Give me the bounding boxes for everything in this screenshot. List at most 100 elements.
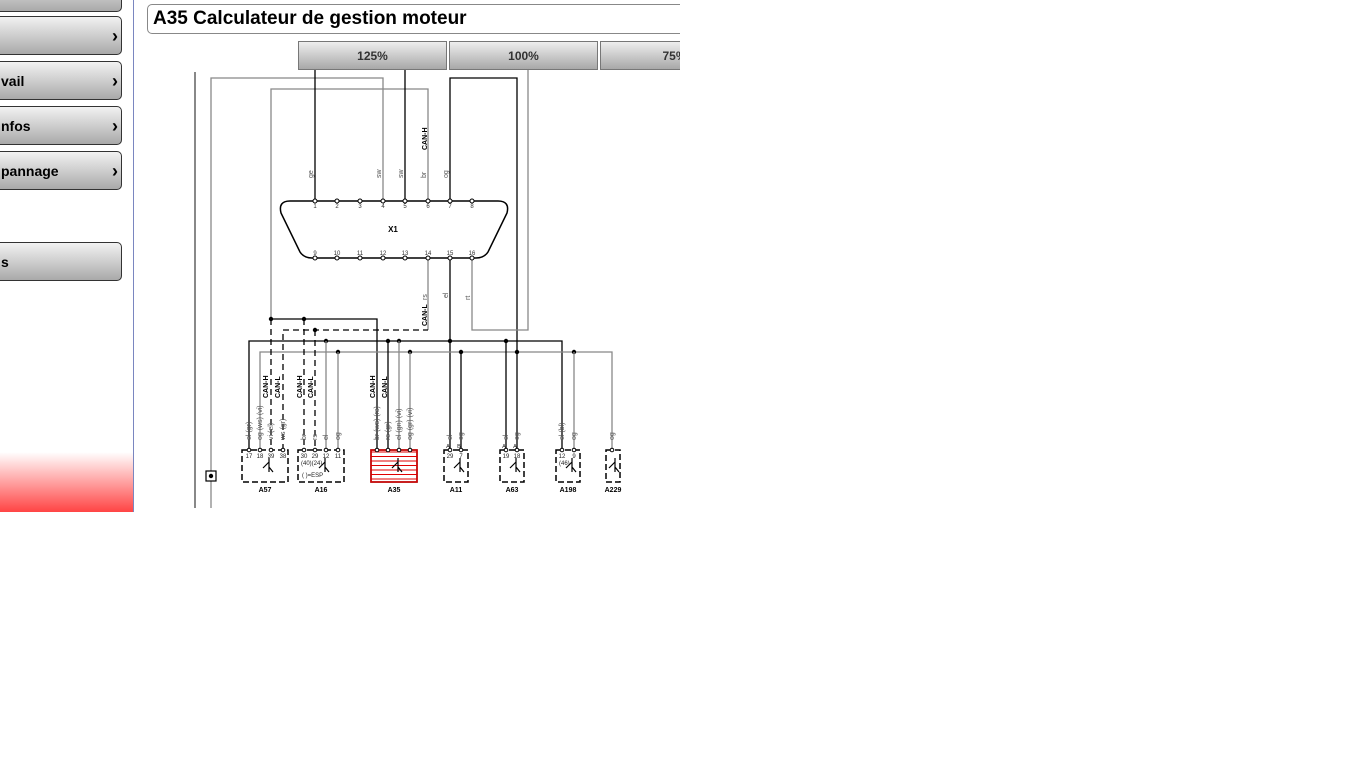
pin-number: 9 — [572, 454, 576, 460]
transistor-icon — [509, 458, 521, 473]
pin-number: 30 — [301, 454, 308, 460]
pin — [301, 447, 307, 453]
bus-label: CAN-L — [308, 376, 315, 398]
pin-letter: A — [513, 444, 517, 450]
pin — [402, 198, 408, 204]
chevron-right-icon: › — [112, 71, 118, 91]
wire-label: br — [421, 171, 428, 178]
junction-dot — [514, 349, 520, 355]
pin — [425, 198, 431, 204]
zoom-100-button[interactable]: 100% — [449, 41, 598, 70]
wire-label: el — [443, 292, 450, 298]
pin-number: 1 — [313, 204, 317, 210]
bus-label: CAN-H — [263, 375, 270, 398]
can-l-label: CAN-L — [422, 304, 429, 326]
wire-br — [270, 88, 429, 319]
wire-label: og (gr) (vi) — [407, 408, 414, 440]
pin — [312, 447, 318, 453]
wire-label: rs (gr) — [385, 421, 392, 440]
page-title: A35 Calculateur de gestion moteur — [147, 4, 680, 34]
bus-line — [271, 318, 378, 450]
junction-dot — [208, 473, 214, 479]
wire-label: vi (el) — [268, 423, 275, 440]
bus-label: CAN-H — [370, 375, 377, 398]
pin — [385, 447, 391, 453]
transistor-icon — [453, 458, 465, 473]
can-l-bus — [282, 329, 428, 450]
pin — [469, 255, 475, 261]
transistor-icon — [318, 458, 330, 473]
pin — [447, 198, 453, 204]
wire-label: br (ws) (rs) — [374, 406, 381, 440]
pin — [458, 447, 464, 453]
transistor-icon — [262, 458, 274, 473]
sidebar-button-depannage[interactable]: pannage› — [0, 151, 122, 190]
pin-number: 15 — [447, 251, 454, 257]
pin — [357, 255, 363, 261]
pin-number: 19 — [503, 454, 510, 460]
wire-label: og — [458, 432, 465, 440]
wire-label: ws (gr) — [280, 419, 287, 441]
pin-number: 11 — [335, 454, 342, 460]
pin-number: 5 — [403, 204, 407, 210]
can-h-label: CAN-H — [422, 127, 429, 150]
pin-number: 7 — [459, 454, 463, 460]
pin — [571, 447, 577, 453]
sidebar-button-1[interactable] — [0, 0, 122, 12]
pin — [323, 447, 329, 453]
pin — [357, 198, 363, 204]
zoom-125-button[interactable]: 125% — [298, 41, 447, 70]
pin-number: 3 — [358, 204, 362, 210]
wire-label: og — [609, 432, 616, 440]
wire-label: og — [335, 432, 342, 440]
pin-letter: A — [446, 444, 450, 450]
bus-label: CAN-L — [382, 376, 389, 398]
wire-label: og — [571, 432, 578, 440]
wire-label: rt — [465, 296, 472, 300]
sidebar-button-6[interactable]: s — [0, 242, 122, 281]
pin — [334, 198, 340, 204]
bus-line — [259, 351, 613, 450]
sidebar-button-travail[interactable]: vail› — [0, 61, 122, 100]
pin-number: 12 — [323, 454, 330, 460]
pin — [268, 447, 274, 453]
pin-number: 18 — [514, 454, 521, 460]
component-label: A11 — [450, 487, 463, 494]
pin — [246, 447, 252, 453]
wire-label: rs — [312, 434, 319, 440]
zoom-75-button[interactable]: 75% — [600, 41, 680, 70]
pin-number: 29 — [447, 454, 454, 460]
wire-label: sw — [398, 169, 405, 179]
component-label: A198 — [560, 487, 577, 494]
pin — [335, 447, 341, 453]
pin-number: 38 — [280, 454, 287, 460]
wire-label: el — [323, 434, 330, 440]
pin-number: 10 — [334, 251, 341, 257]
pin-number: 13 — [402, 251, 409, 257]
pin — [280, 447, 286, 453]
pin-number: 17 — [246, 454, 253, 460]
pin — [469, 198, 475, 204]
pin-letter: A — [502, 444, 506, 450]
bus-label: CAN-H — [297, 375, 304, 398]
component-label: A63 — [506, 487, 519, 494]
wire-label: el (bl) — [559, 422, 566, 440]
status-gradient-bar — [0, 452, 133, 512]
component-label: A229 — [605, 487, 622, 494]
sidebar-button-infos[interactable]: nfos› — [0, 106, 122, 145]
wire-label: rs — [422, 294, 429, 300]
pin — [514, 447, 520, 453]
pin-number: 39 — [268, 454, 275, 460]
sidebar-button-2[interactable]: › — [0, 16, 122, 55]
pin-number: 29 — [312, 454, 319, 460]
wire-label: ge — [308, 170, 315, 178]
pin-number: 12 — [559, 454, 566, 460]
pin-number: 8 — [470, 204, 474, 210]
pin-number: 16 — [469, 251, 476, 257]
component-A229 — [605, 449, 621, 483]
junction-dot — [447, 338, 453, 344]
pin — [447, 255, 453, 261]
pin — [380, 198, 386, 204]
